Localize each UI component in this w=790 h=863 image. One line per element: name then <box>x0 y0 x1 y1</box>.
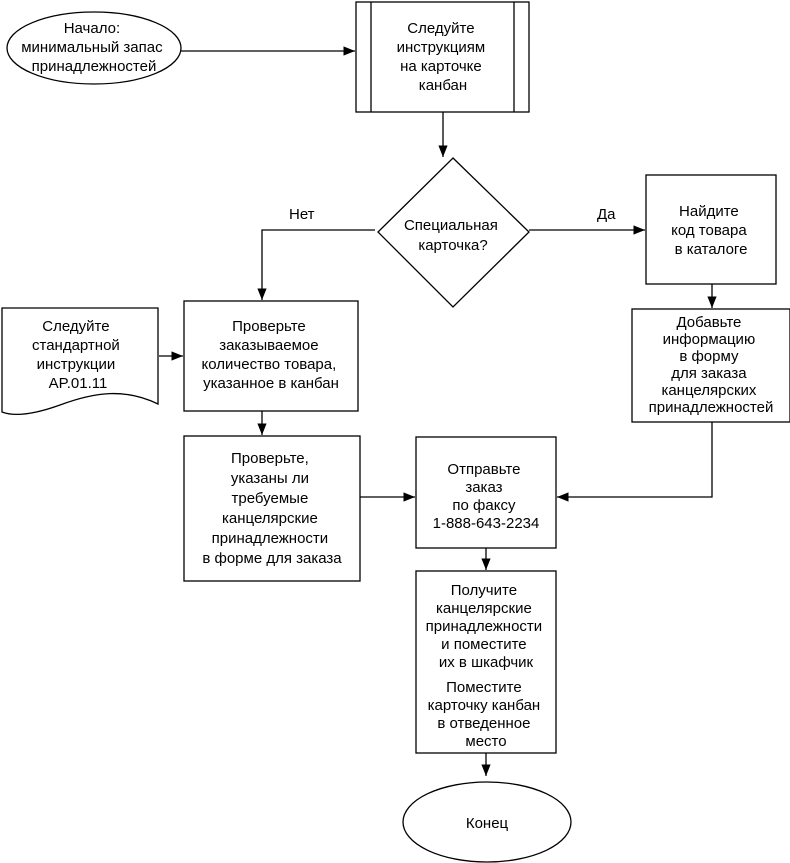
special-card-text: Специальная карточка? <box>404 217 502 254</box>
start-text: Начало: минимальный запас принадлежносте… <box>21 20 167 75</box>
end-text: Конец <box>466 815 509 832</box>
receive-supplies-text: Получите канцелярские принадлежности и п… <box>426 582 547 671</box>
node-send-fax: Отправьте заказ по факсу 1-888-643-2234 <box>415 436 557 549</box>
follow-kanban-text: Следуйте инструкциям на карточке канбан <box>397 20 490 94</box>
node-receive-supplies: Получите канцелярские принадлежности и п… <box>415 570 557 754</box>
check-quantity-text: Проверьте заказываемое количество товара… <box>202 318 341 392</box>
label-no: Нет <box>289 206 315 223</box>
standard-instruction-text: Следуйте стандартной инструкции AP.01.11 <box>32 318 124 392</box>
node-special-card-decision: Специальная карточка? <box>377 157 530 308</box>
arrow-decision-no <box>257 229 375 300</box>
send-fax-text: Отправьте заказ по факсу 1-888-643-2234 <box>433 461 540 532</box>
node-add-info: Добавьте информацию в форму для заказа к… <box>631 308 790 423</box>
place-card-text: Поместите карточку канбан в отведенное м… <box>428 679 545 750</box>
node-find-code: Найдите код товара в каталоге <box>645 174 777 285</box>
label-yes: Да <box>597 206 616 223</box>
node-follow-kanban: Следуйте инструкциям на карточке канбан <box>355 1 530 113</box>
node-standard-instruction: Следуйте стандартной инструкции AP.01.11 <box>1 307 159 416</box>
node-start: Начало: минимальный запас принадлежносте… <box>6 11 182 85</box>
connectors <box>159 46 717 776</box>
check-form-text: Проверьте, указаны ли требуемые канцеляр… <box>202 450 342 567</box>
node-end: Конец <box>402 781 572 863</box>
add-info-text: Добавьте информацию в форму для заказа к… <box>649 314 774 416</box>
find-code-text: Найдите код товара в каталоге <box>671 203 751 258</box>
arrow-add-to-fax <box>557 422 713 502</box>
node-check-form: Проверьте, указаны ли требуемые канцеляр… <box>183 435 361 582</box>
node-check-quantity: Проверьте заказываемое количество товара… <box>183 300 359 412</box>
